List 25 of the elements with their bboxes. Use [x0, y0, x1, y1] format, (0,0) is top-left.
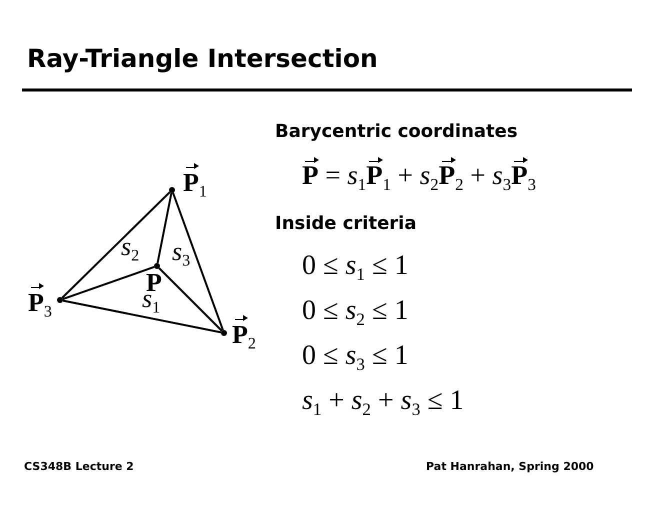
footer-text: CS348B Lecture 2 [24, 460, 134, 473]
inequality: 0 ≤ s$_{2}$ ≤ 1 [302, 295, 408, 327]
triangle-edge [172, 192, 224, 331]
inequality: 0 ≤ s$_{1}$ ≤ 1 [302, 250, 408, 282]
region-label: s$_{2}$ [121, 232, 140, 262]
triangle-edge [62, 266, 154, 300]
vertex-label: P$_{2}$ [232, 318, 256, 352]
triangle-edge [156, 192, 172, 264]
triangle-edge [158, 267, 223, 332]
inequality: 0 ≤ s$_{3}$ ≤ 1 [302, 340, 408, 372]
slide-title: Ray-Triangle Intersection [27, 44, 378, 73]
triangle-edge [62, 300, 222, 334]
formula: P = s$_{1}$P$_{1}$ + s$_{2}$P$_{2}$ + s$_{3}$P$_{3}$ [302, 160, 536, 191]
vertex-point [57, 297, 63, 303]
vertex-label: P$_{1}$ [183, 166, 207, 200]
vertex-label: P$_{3}$ [28, 286, 52, 320]
vertex-point [169, 187, 175, 193]
triangle-edge [61, 191, 171, 299]
vertex-point [154, 263, 160, 269]
inequality: s$_{1}$ + s$_{2}$ + s$_{3}$ ≤ 1 [302, 385, 464, 417]
section-heading: Barycentric coordinates [275, 121, 518, 142]
vertex-point [221, 330, 227, 336]
section-heading: Inside criteria [275, 213, 416, 234]
region-label: s$_{3}$ [172, 237, 190, 267]
footer-text: Pat Hanrahan, Spring 2000 [426, 460, 594, 473]
